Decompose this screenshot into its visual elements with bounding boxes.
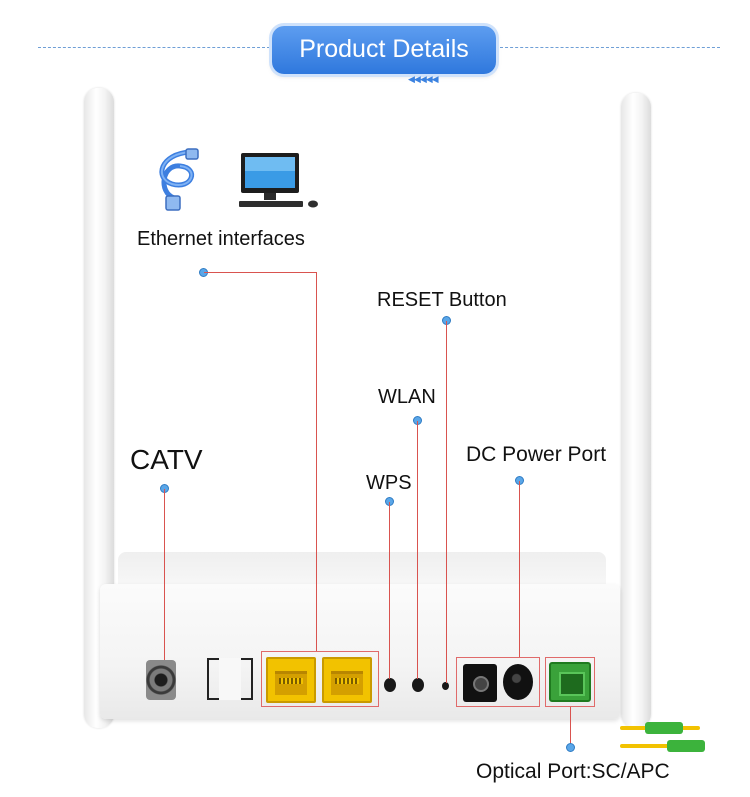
reset-button-label: RESET Button <box>377 289 507 311</box>
arrows-decoration-icon: ◀◀◀◀◀ <box>408 74 439 84</box>
dc-power-leader <box>519 481 520 657</box>
fiber-cable-2 <box>620 744 700 748</box>
desktop-computer-icon <box>239 153 318 208</box>
ethernet-port-2-socket <box>331 671 363 695</box>
page-title: Product Details <box>272 26 496 74</box>
wlan-leader <box>417 421 418 679</box>
reset-button <box>442 682 449 690</box>
catv-label: CATV <box>130 444 203 475</box>
router-top-panel <box>118 552 606 586</box>
ethernet-leader-vertical <box>316 272 317 651</box>
ethernet-interfaces-label: Ethernet interfaces <box>137 228 305 250</box>
fiber-connector-2 <box>667 740 705 752</box>
catv-leader <box>164 489 165 660</box>
ethernet-port-1 <box>266 657 316 703</box>
catv-port <box>146 660 176 700</box>
optical-leader <box>570 707 571 747</box>
optical-pointer-dot <box>566 743 575 752</box>
header-divider-left <box>38 47 270 48</box>
power-highlight-box <box>456 657 540 707</box>
ethernet-leader-horizontal <box>204 272 316 273</box>
blank-port-opening <box>207 658 253 700</box>
ethernet-highlight-box <box>261 651 379 707</box>
header-divider-right <box>500 47 720 48</box>
wlan-button <box>412 678 424 692</box>
optical-port <box>549 662 591 702</box>
optical-port-label: Optical Port:SC/APC <box>476 760 670 783</box>
wps-leader <box>389 502 390 679</box>
fiber-connector-1 <box>645 722 683 734</box>
ethernet-port-1-socket <box>275 671 307 695</box>
wps-button <box>384 678 396 692</box>
ethernet-cable-icon <box>159 148 199 211</box>
wps-label: WPS <box>366 472 412 494</box>
dc-power-port-label: DC Power Port <box>466 443 607 466</box>
optical-highlight-box <box>545 657 595 707</box>
right-antenna <box>621 93 651 728</box>
reset-leader <box>446 321 447 683</box>
wlan-label: WLAN <box>378 386 436 408</box>
ethernet-port-2 <box>322 657 372 703</box>
dc-power-port <box>463 664 497 702</box>
power-button <box>503 664 533 700</box>
